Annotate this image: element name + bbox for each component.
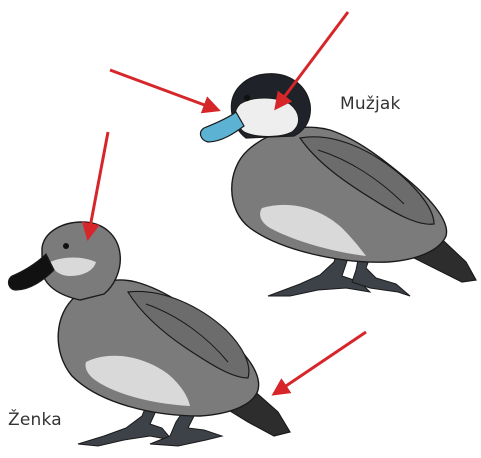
arrow-female-head — [88, 132, 108, 238]
male-eye — [244, 95, 250, 101]
arrow-male-bill — [110, 70, 218, 110]
male-cheek — [235, 98, 299, 137]
male-bill — [201, 112, 244, 142]
arrow-male-cap — [276, 12, 348, 108]
arrow-female-tail — [274, 332, 366, 394]
male-label: Mužjak — [340, 94, 401, 114]
female-label: Ženka — [8, 410, 62, 430]
female-eye — [63, 243, 69, 249]
male-duck — [201, 74, 476, 296]
female-bill — [9, 254, 54, 290]
